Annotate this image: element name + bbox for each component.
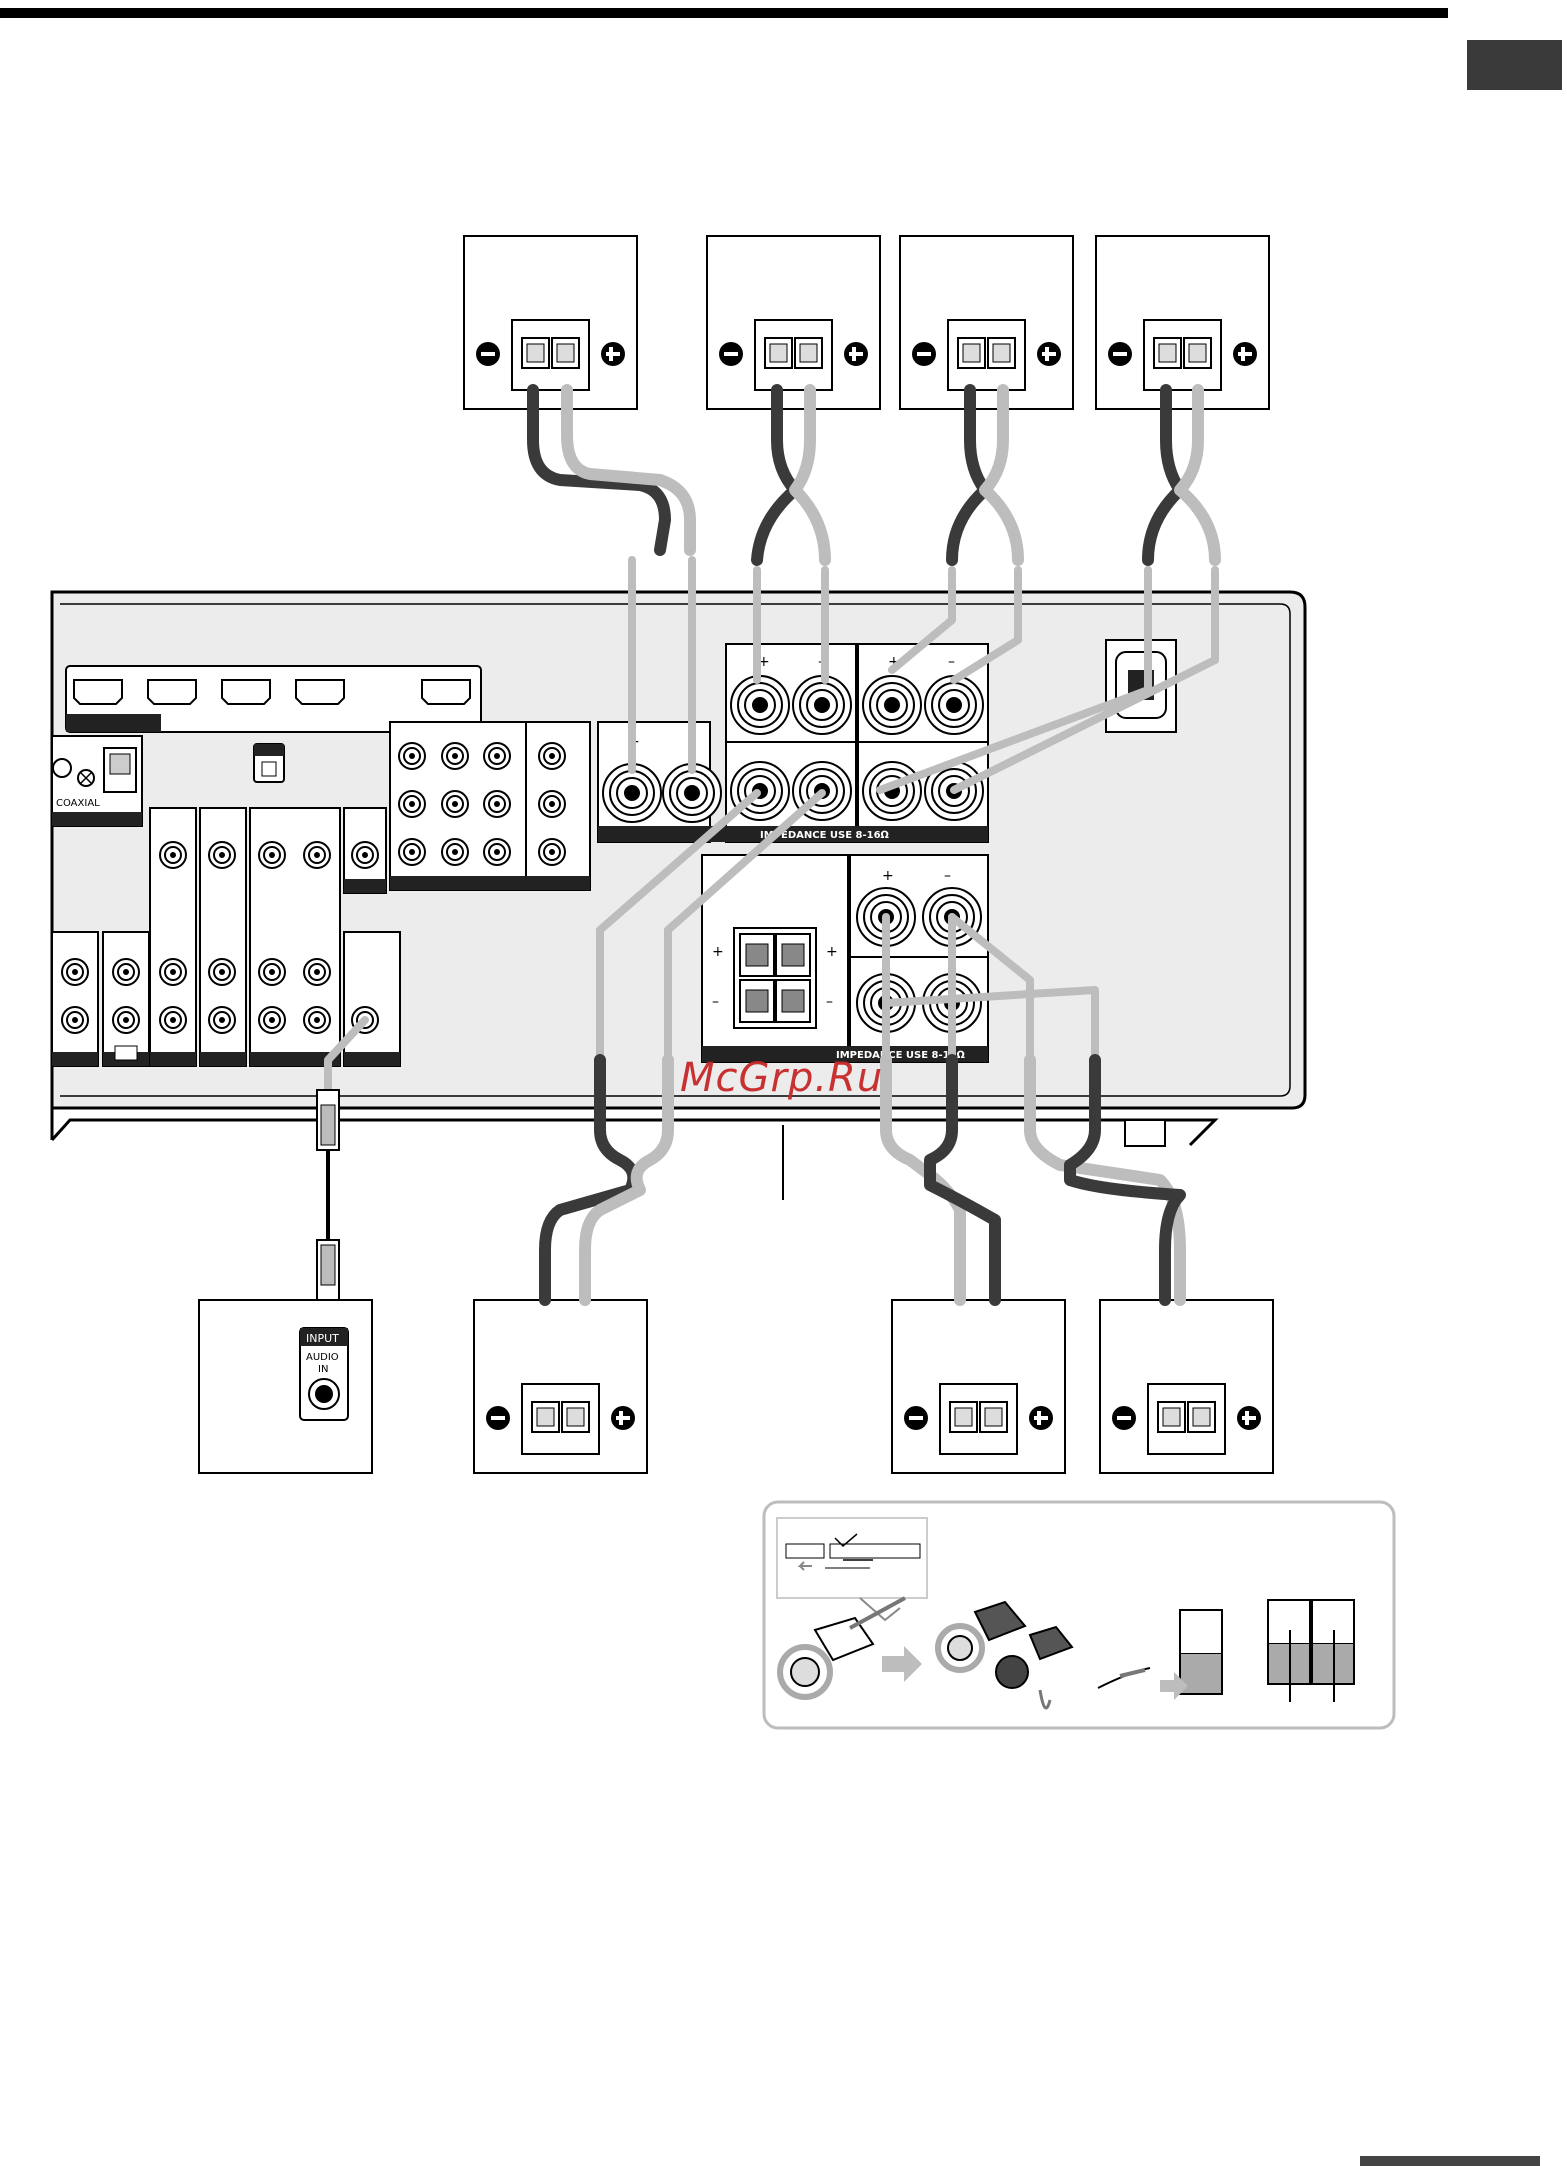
- svg-text:–: –: [948, 654, 955, 670]
- speaker-terminal-icon-lower: [474, 1300, 1273, 1473]
- subwoofer-input-label: INPUT: [306, 1332, 339, 1345]
- svg-text:+: +: [826, 944, 838, 960]
- svg-text:–: –: [712, 994, 719, 1010]
- svg-text:–: –: [944, 868, 951, 884]
- watermark: McGrp.Ru: [680, 1055, 883, 1101]
- receiver-rear-panel: COAXIAL: [52, 592, 1305, 1146]
- cable-plug-icon: [317, 1090, 339, 1300]
- svg-text:+: +: [712, 944, 724, 960]
- subwoofer-in-label: IN: [318, 1364, 328, 1375]
- speaker-terminal-icon: [464, 236, 1269, 409]
- subwoofer-box: INPUT AUDIO IN: [199, 1300, 372, 1473]
- subwoofer-audio-label: AUDIO: [306, 1352, 339, 1363]
- coaxial-label: COAXIAL: [56, 798, 100, 809]
- svg-text:+: +: [882, 868, 894, 884]
- wire-prep-inset: [764, 1502, 1394, 1728]
- svg-text:–: –: [826, 994, 833, 1010]
